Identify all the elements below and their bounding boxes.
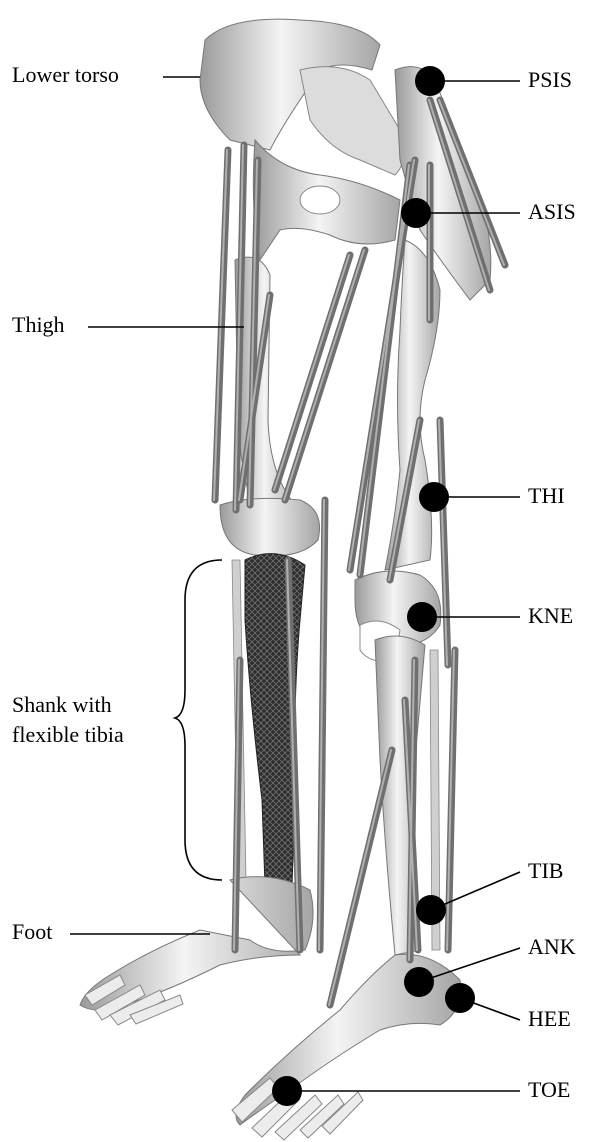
leg-left — [80, 257, 320, 1025]
label-tib: TIB — [528, 860, 563, 882]
label-thi: THI — [528, 485, 565, 507]
label-lower-torso: Lower torso — [12, 64, 119, 86]
shank-brace — [175, 560, 222, 880]
label-shank-line2: flexible tibia — [12, 720, 124, 750]
marker-kne — [407, 602, 520, 632]
label-hee: HEE — [528, 1008, 571, 1030]
label-shank: Shank with flexible tibia — [12, 690, 124, 749]
label-shank-line1: Shank with — [12, 690, 124, 720]
marker-thi — [419, 482, 520, 512]
label-psis: PSIS — [528, 69, 572, 91]
label-asis: ASIS — [528, 201, 576, 223]
marker-psis — [415, 66, 520, 96]
label-foot: Foot — [12, 921, 52, 943]
label-toe: TOE — [528, 1079, 570, 1101]
marker-hee — [445, 983, 520, 1020]
left-leader-lines — [70, 77, 244, 934]
label-ank: ANK — [528, 936, 576, 958]
label-kne: KNE — [528, 605, 573, 627]
label-thigh: Thigh — [12, 314, 65, 336]
